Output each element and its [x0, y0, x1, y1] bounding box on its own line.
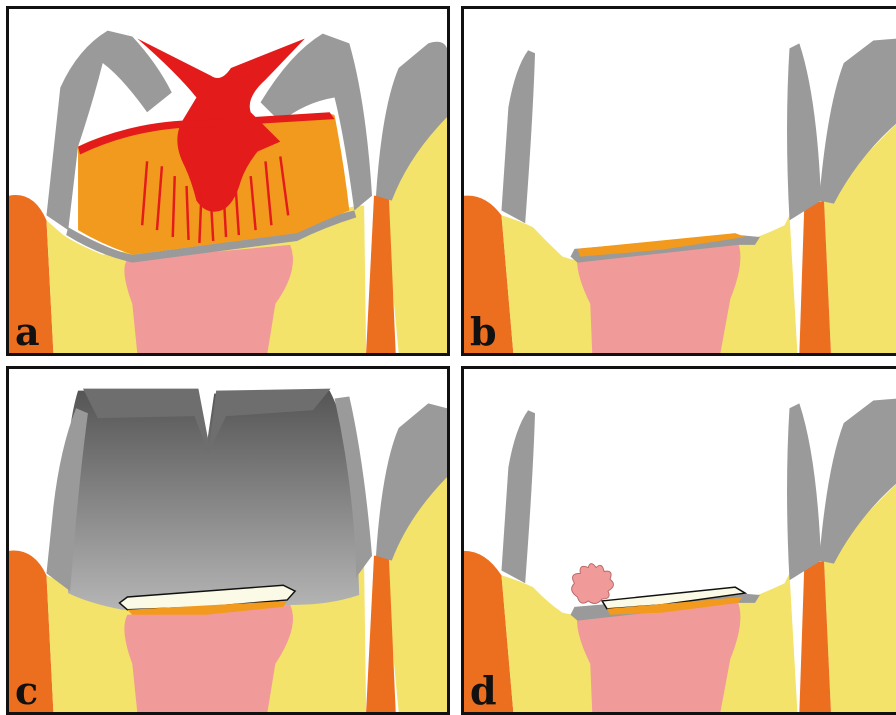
pulp: [124, 605, 293, 712]
pulp-exposure: [572, 564, 614, 604]
enamel-left-wall: [501, 50, 535, 223]
panel-b-label: b: [470, 313, 497, 351]
pulp: [124, 245, 293, 353]
panel-c: c: [6, 366, 450, 715]
panel-a-label: a: [15, 313, 40, 351]
panel-b-illustration: [464, 9, 896, 353]
panel-b: b: [461, 6, 896, 356]
pulp: [577, 603, 740, 712]
enamel-right-wall: [787, 403, 821, 580]
panel-d-illustration: [464, 369, 896, 712]
panel-a: a: [6, 6, 450, 356]
panel-d-label: d: [470, 672, 497, 710]
panel-c-label: c: [15, 672, 38, 710]
enamel-left-wall: [501, 410, 535, 583]
restoration-crown: [63, 391, 359, 610]
panel-a-illustration: [9, 9, 447, 353]
enamel-right-wall: [787, 43, 821, 220]
panel-d: d: [461, 366, 896, 715]
panel-c-illustration: [9, 369, 447, 712]
